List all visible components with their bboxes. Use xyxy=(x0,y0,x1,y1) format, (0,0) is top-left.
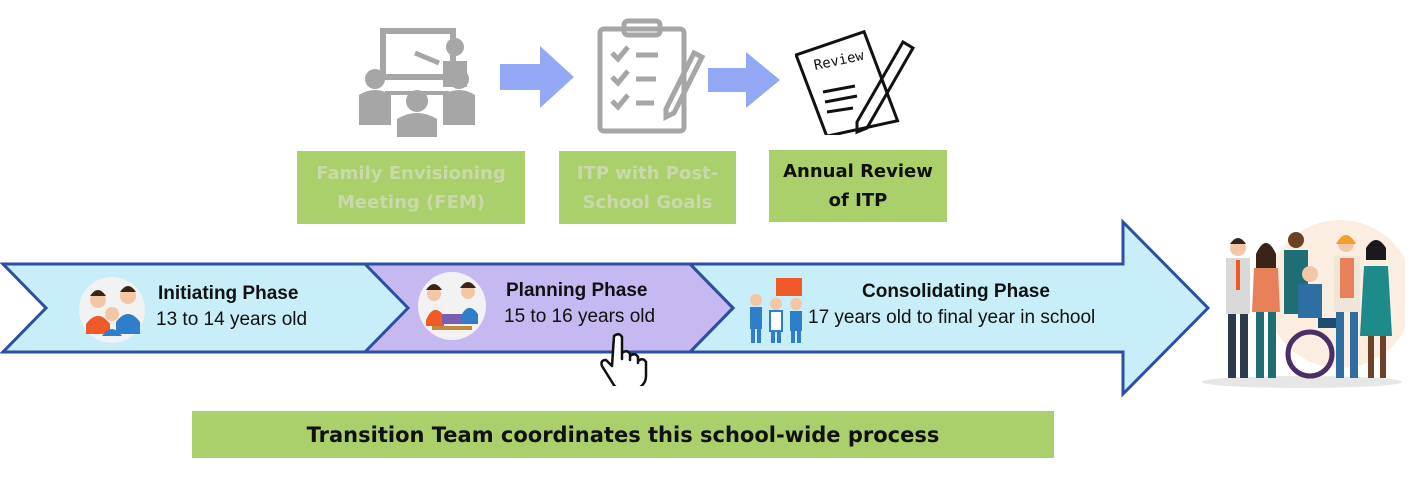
phase-age-consolidating: 17 years old to final year in school xyxy=(808,307,1096,328)
phase-planning[interactable]: Planning Phase 15 to 16 years old xyxy=(412,262,702,352)
hand-pointer-icon xyxy=(600,333,648,386)
step-arrow-1 xyxy=(500,46,574,108)
family-icon xyxy=(79,277,145,343)
people-diversity-icon xyxy=(1202,220,1405,388)
phase-title-initiating: Initiating Phase xyxy=(158,283,299,304)
clipboard-checklist-icon xyxy=(597,18,706,134)
review-paper-text: Review xyxy=(813,48,866,74)
phase-title-consolidating: Consolidating Phase xyxy=(862,281,1050,302)
step-box-fem: Family Envisioning Meeting (FEM) xyxy=(297,151,525,224)
group-icon xyxy=(750,278,802,343)
step-box-itp: ITP with Post- School Goals xyxy=(559,151,736,224)
phase-age-initiating: 13 to 14 years old xyxy=(156,309,308,330)
step-box-annual-review: Annual Review of ITP xyxy=(769,150,947,222)
phase-title-planning: Planning Phase xyxy=(506,280,648,301)
meeting-icon xyxy=(359,28,475,137)
phase-initiating[interactable]: Initiating Phase 13 to 14 years old xyxy=(70,262,370,352)
transition-team-banner: Transition Team coordinates this school-… xyxy=(192,411,1054,458)
students-study-icon xyxy=(418,272,486,340)
step-arrow-2 xyxy=(708,52,780,108)
phase-age-planning: 15 to 16 years old xyxy=(504,306,656,327)
review-document-icon: Review xyxy=(795,30,916,135)
phase-consolidating[interactable]: Consolidating Phase 17 years old to fina… xyxy=(740,262,1160,352)
